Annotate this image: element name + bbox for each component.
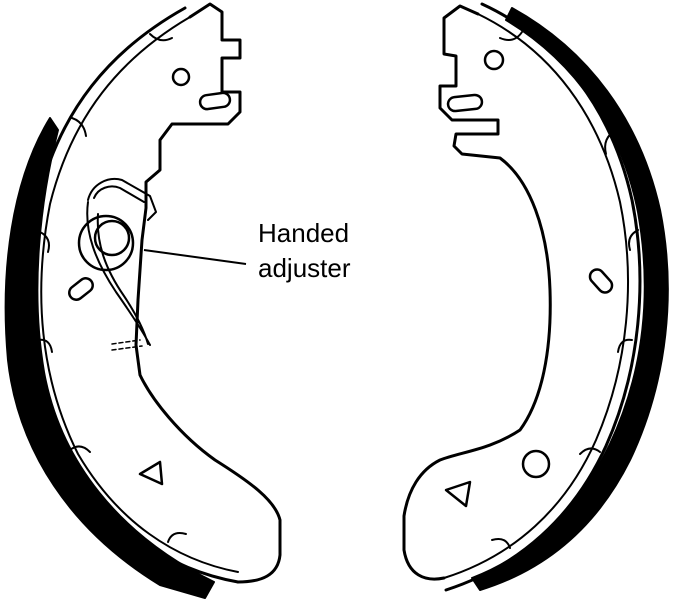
left-web-triangle (138, 460, 164, 486)
left-rim-notch (69, 445, 91, 453)
adjuster-wheel-outer (77, 214, 135, 272)
right-rim-notch (491, 538, 511, 549)
adjuster-callout: Handed adjuster (143, 218, 351, 283)
right-friction-lining (471, 7, 669, 591)
right-shoe-rim-outer (444, 2, 642, 592)
callout-leader-line (143, 249, 247, 265)
handed-adjuster (77, 178, 157, 351)
left-rim-notch (37, 338, 53, 353)
adjuster-wheel-inner (93, 219, 131, 257)
adjuster-spring (86, 178, 157, 346)
left-rim-notch (167, 532, 187, 543)
adjuster-hidden-hook (111, 339, 143, 351)
right-web-triangle (444, 480, 472, 508)
right-rim-notch (579, 447, 601, 455)
right-rim-notch (604, 129, 617, 155)
right-rim-notch (499, 31, 523, 41)
right-brake-shoe (402, 2, 669, 592)
right-web-slot (588, 268, 614, 294)
right-rim-notch (617, 338, 633, 353)
callout-label-line2: adjuster (258, 253, 351, 283)
left-web-hole (171, 67, 191, 87)
left-shoe-web (134, 2, 282, 584)
right-web-slot (446, 93, 484, 113)
left-brake-shoe (4, 2, 282, 599)
left-friction-lining (4, 117, 215, 599)
left-web-slot (68, 277, 94, 301)
left-rim-notch (149, 33, 173, 42)
right-web-hole (483, 49, 505, 71)
right-web-hole (521, 449, 551, 479)
right-rim-notch (628, 229, 639, 251)
left-rim-notch (39, 231, 50, 253)
right-shoe-web (402, 4, 552, 581)
right-shoe-rim-inner (443, 13, 629, 579)
left-rim-notch (71, 117, 87, 137)
left-web-slot (198, 91, 232, 111)
callout-label-line1: Handed (258, 218, 349, 248)
left-shoe-rim-outer (27, 6, 240, 584)
left-shoe-rim-inner (40, 16, 239, 573)
